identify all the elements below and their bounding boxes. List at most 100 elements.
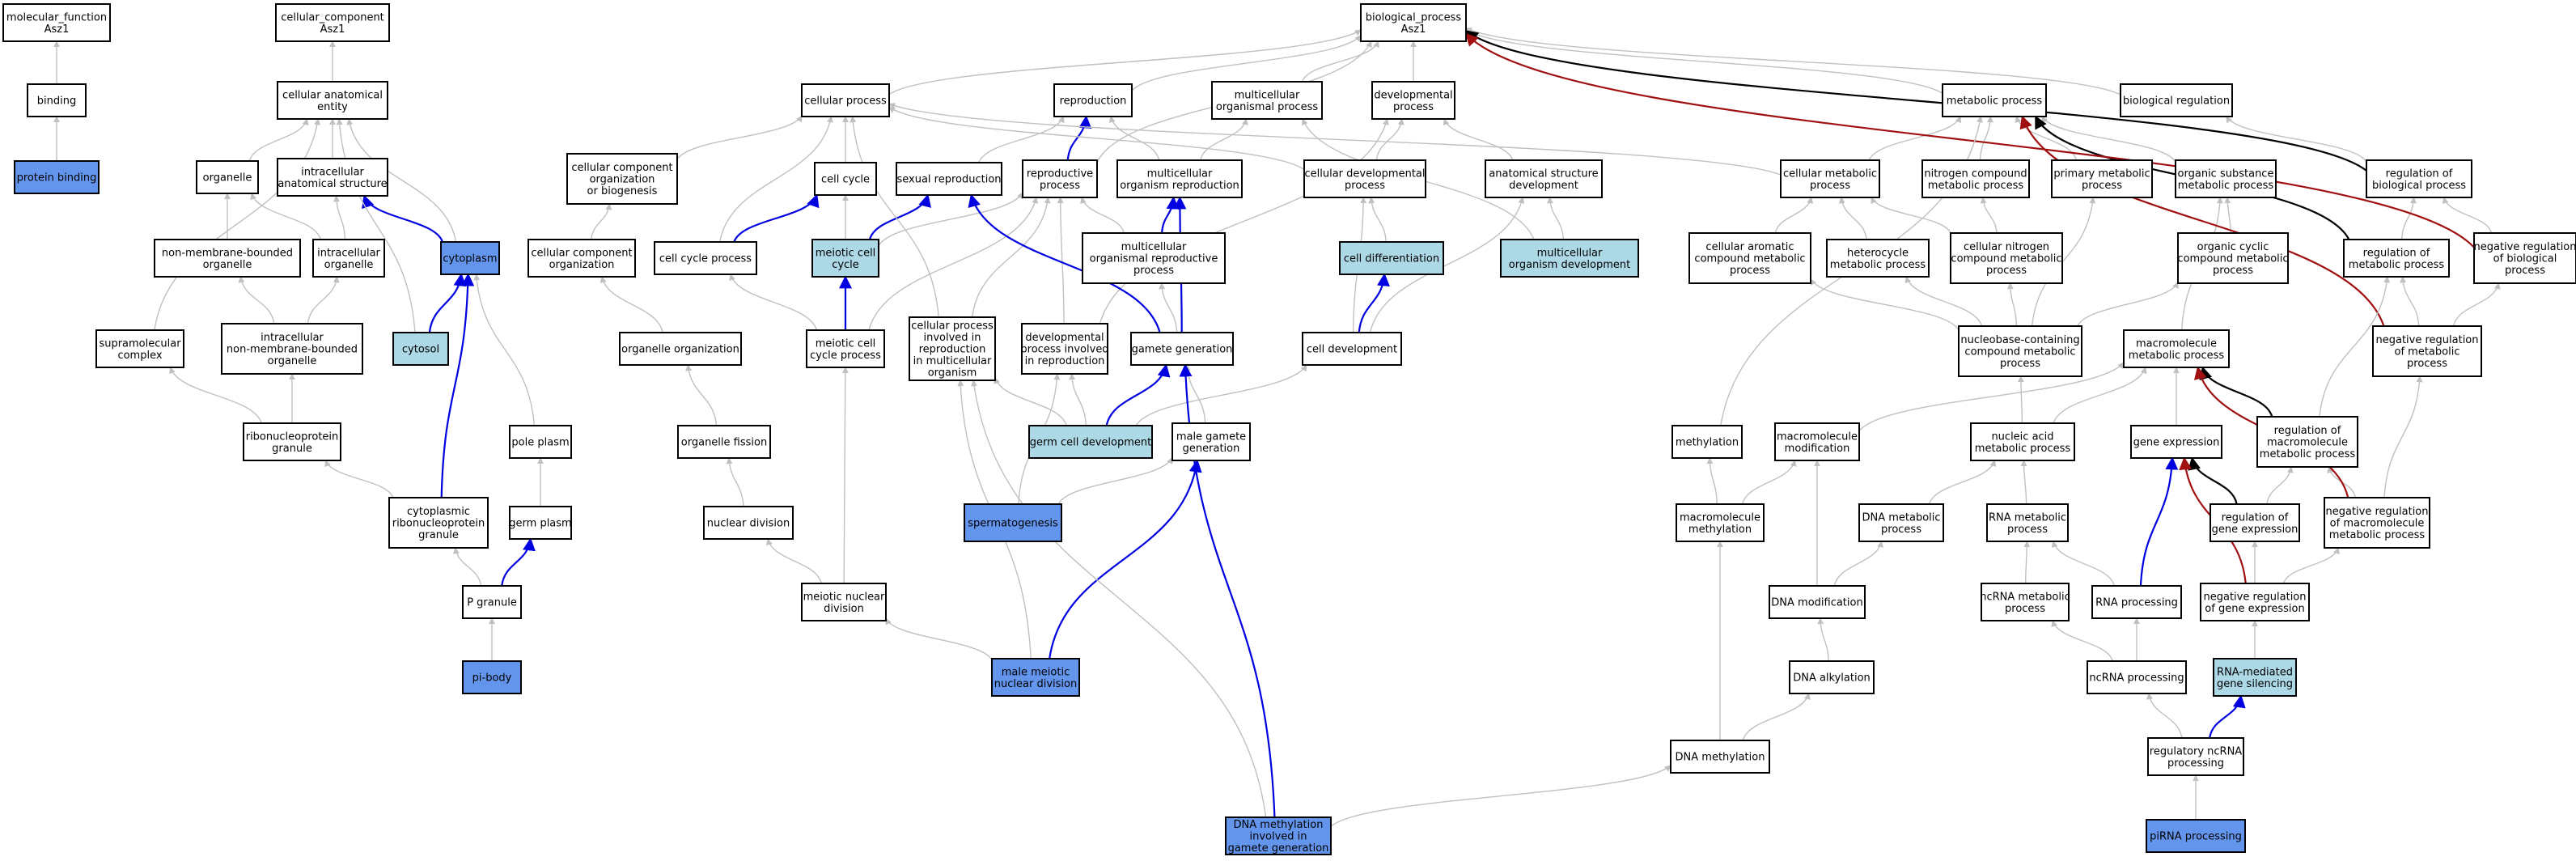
node-label-rmp-1: metabolic process: [2349, 259, 2445, 271]
node-poleplasm[interactable]: pole plasm: [509, 425, 572, 459]
edge-rmp-to-rbp: [2400, 197, 2417, 240]
node-celldev[interactable]: cell development: [1302, 332, 1402, 366]
node-box-mccp: [806, 329, 885, 368]
node-methylation[interactable]: methylation: [1671, 425, 1743, 459]
node-cytoplasm[interactable]: cytoplasm: [440, 241, 500, 275]
node-label-nrmp-2: process: [2407, 358, 2447, 370]
node-reproduction[interactable]: reproduction: [1053, 83, 1133, 117]
node-nucdiv[interactable]: nuclear division: [703, 506, 794, 540]
node-label-rge-0: regulation of: [2222, 511, 2289, 524]
node-inmbo[interactable]: intracellularnon-membrane-boundedorganel…: [221, 323, 363, 375]
edge-cacmp-to-cmp: [1774, 197, 1814, 234]
node-box-nrge: [2200, 583, 2310, 621]
node-cellproc[interactable]: cellular process: [801, 83, 890, 117]
node-gamgen[interactable]: gamete generation: [1130, 332, 1234, 366]
node-gcd[interactable]: germ cell development: [1028, 425, 1153, 459]
node-dnamod[interactable]: DNA modification: [1769, 585, 1866, 619]
edge-celldev-to-celldiff: [1358, 273, 1390, 333]
node-ncrnaproc[interactable]: ncRNA processing: [2087, 660, 2187, 694]
node-sexrep[interactable]: sexual reproduction: [896, 162, 1002, 196]
node-label-cc-1: Asz1: [320, 23, 345, 36]
node-box-rge: [2210, 503, 2300, 542]
node-spermato[interactable]: spermatogenesis: [964, 503, 1062, 542]
edge-metproc-to-bp: [1465, 29, 1943, 95]
node-germplasm[interactable]: germ plasm: [509, 506, 572, 540]
node-orgfis[interactable]: organelle fission: [677, 425, 771, 459]
node-cellcycle[interactable]: cell cycle: [814, 162, 877, 196]
node-pirnaproc[interactable]: piRNA processing: [2146, 819, 2246, 853]
node-metproc[interactable]: metabolic process: [1942, 83, 2047, 117]
node-ccp[interactable]: cell cycle process: [654, 241, 757, 275]
node-celldiff[interactable]: cell differentiation: [1339, 241, 1444, 275]
node-orgorg[interactable]: organelle organization: [619, 332, 742, 366]
node-geneexp[interactable]: gene expression: [2130, 425, 2222, 459]
node-dnaalk[interactable]: DNA alkylation: [1789, 660, 1875, 694]
node-rnaproc[interactable]: RNA processing: [2091, 585, 2182, 619]
node-cytosol[interactable]: cytosol: [392, 332, 449, 366]
node-label-rmmp-0: regulation of: [2274, 425, 2341, 437]
node-dnameth[interactable]: DNA methylation: [1670, 740, 1770, 774]
node-protbind[interactable]: protein binding: [14, 160, 100, 194]
node-organelle[interactable]: organelle: [196, 160, 259, 194]
node-label-dnamod-0: DNA modification: [1771, 597, 1862, 609]
node-binding[interactable]: binding: [27, 83, 87, 117]
node-pgranule[interactable]: P granule: [462, 585, 522, 619]
node-pibody[interactable]: pi-body: [462, 660, 522, 694]
node-bioreg[interactable]: biological regulation: [2120, 83, 2233, 117]
